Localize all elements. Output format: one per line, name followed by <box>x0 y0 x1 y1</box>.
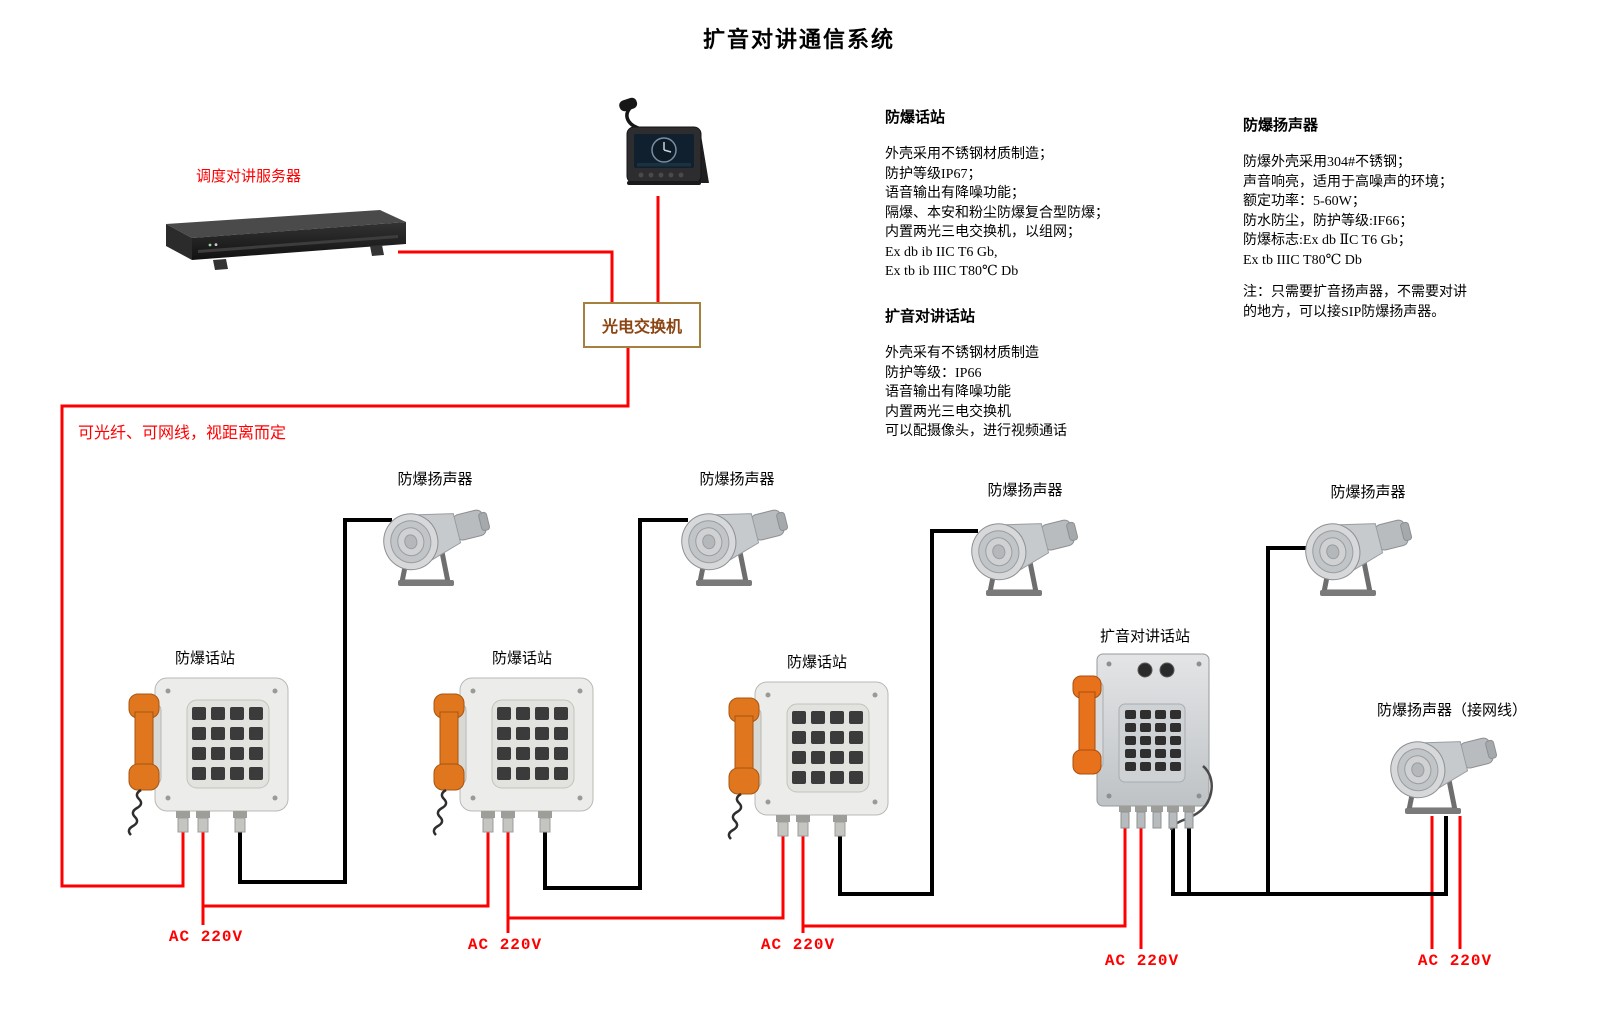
info-block-station-lines: 外壳采用不锈钢材质制造；防护等级IP67；语音输出有降噪功能；隔爆、本安和粉尘防… <box>885 147 1109 279</box>
ac-label-4: AC 220V <box>1104 952 1180 970</box>
ac-label-1: AC 220V <box>168 928 244 946</box>
info-block-speaker-note: 注：只需要扩音扬声器，不需要对讲的地方，可以接SIP防爆扬声器。 <box>1243 285 1467 320</box>
net-speaker-label: 防爆扬声器（接网线） <box>1377 703 1528 719</box>
station-2-label: 防爆话站 <box>491 651 552 667</box>
wire-switch-to-station1 <box>60 346 630 888</box>
info-block-speaker: 防爆扬声器 防爆外壳采用304#不锈钢；声音响亮，适用于高噪声的环境；额定功率：… <box>1243 114 1593 322</box>
station-2-image <box>432 676 595 837</box>
wire-pa-netspeaker <box>1187 816 1448 896</box>
speaker-4-label: 防爆扬声器 <box>1330 485 1406 501</box>
info-block-station-heading: 防爆话站 <box>885 110 946 126</box>
wire-station2-to-station3 <box>508 830 785 920</box>
info-block-speaker-heading: 防爆扬声器 <box>1243 118 1319 134</box>
dispatch-server-image <box>166 210 406 270</box>
wire-station1-to-station2 <box>203 830 490 908</box>
wire-station1-speaker1 <box>238 518 392 884</box>
station-3-label: 防爆话站 <box>786 655 847 671</box>
speaker-1-label: 防爆扬声器 <box>397 472 473 488</box>
info-block-pa-station-heading: 扩音对讲话站 <box>885 309 976 325</box>
diagram-title: 扩音对讲通信系统 <box>702 27 895 52</box>
pa-station-image <box>1072 653 1213 831</box>
speaker-1-image <box>378 490 498 595</box>
speaker-3-image <box>966 500 1086 605</box>
ac-label-3: AC 220V <box>760 936 836 954</box>
wire-server-to-switch <box>398 250 614 304</box>
wire-station3-to-pa <box>803 826 1127 928</box>
operator-phone-image <box>619 97 709 185</box>
station-1-label: 防爆话站 <box>174 651 235 667</box>
net-speaker-image <box>1385 718 1505 823</box>
station-1-image <box>127 676 290 837</box>
ac-label-5: AC 220V <box>1417 952 1493 970</box>
link-type-note: 可光纤、可网线，视距离而定 <box>78 425 287 442</box>
speaker-4-image <box>1300 500 1420 605</box>
wire-station2-speaker2 <box>543 518 688 890</box>
pa-station-label: 扩音对讲话站 <box>1099 629 1190 645</box>
optical-switch-box: 光电交换机 <box>583 302 701 348</box>
info-block-station: 防爆话站 外壳采用不锈钢材质制造；防护等级IP67；语音输出有降噪功能；隔爆、本… <box>885 106 1235 282</box>
speaker-2-label: 防爆扬声器 <box>699 472 775 488</box>
dispatch-server-label: 调度对讲服务器 <box>196 169 302 185</box>
speaker-3-label: 防爆扬声器 <box>987 483 1063 499</box>
wire-station3-speaker3 <box>838 529 978 896</box>
speaker-2-image <box>676 490 796 595</box>
ac-label-2: AC 220V <box>467 936 543 954</box>
station-3-image <box>727 680 890 841</box>
info-block-speaker-lines: 防爆外壳采用304#不锈钢；声音响亮，适用于高噪声的环境；额定功率：5-60W；… <box>1243 155 1453 268</box>
optical-switch-label: 光电交换机 <box>601 319 682 336</box>
